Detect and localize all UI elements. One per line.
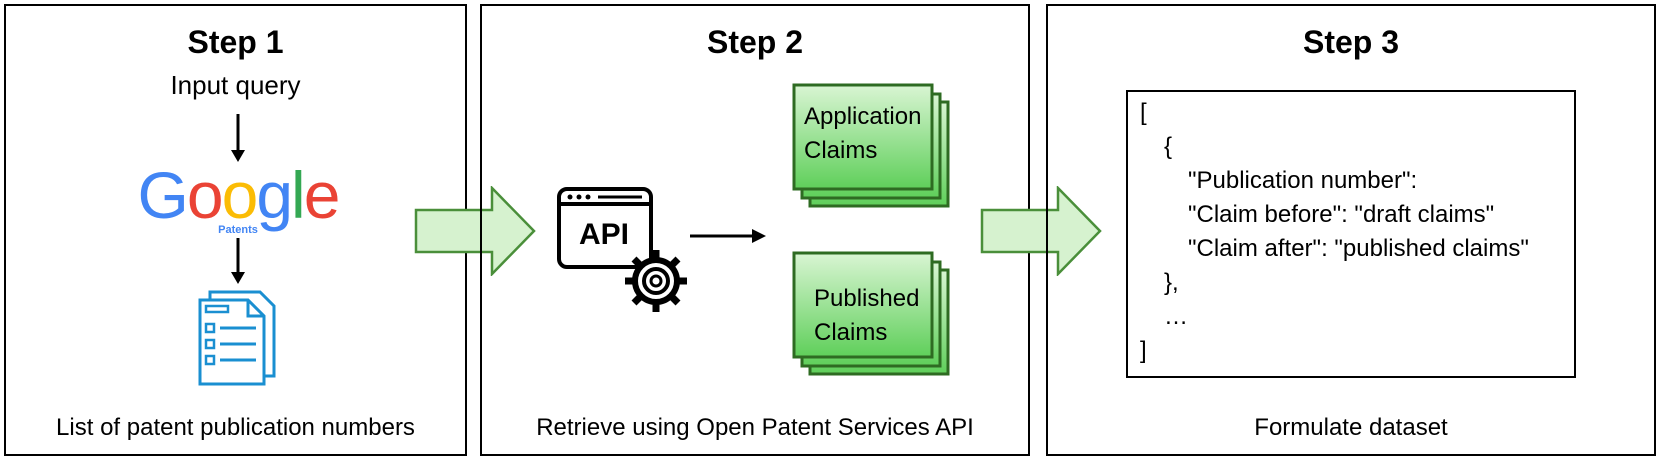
published-claims-line-1: Published <box>814 285 920 312</box>
api-to-claims-arrow <box>690 229 766 243</box>
json-line-2: { <box>1164 133 1173 160</box>
json-line-1: [ <box>1140 99 1147 126</box>
step-1-caption: List of patent publication numbers <box>56 414 415 441</box>
step-3-caption: Formulate dataset <box>1254 414 1448 441</box>
json-line-4: "Claim before": "draft claims" <box>1188 201 1495 228</box>
published-claims-stack <box>792 251 950 376</box>
step-3-panel: Step 3 [ { "Publication number": "Claim … <box>1046 4 1656 456</box>
application-claims-label: Application Claims <box>804 100 921 168</box>
api-gear-icon: API <box>557 187 687 312</box>
json-line-6: }, <box>1164 269 1179 296</box>
step-1-title: Step 1 <box>187 24 284 60</box>
json-line-7: … <box>1164 303 1188 330</box>
svg-text:Google: Google <box>138 158 339 232</box>
published-claims-label: Published Claims <box>814 282 919 350</box>
step-2-title: Step 2 <box>706 24 804 60</box>
step-2-caption: Retrieve using Open Patent Services API <box>536 414 974 441</box>
json-line-8: ] <box>1140 337 1147 364</box>
json-line-3: "Publication number": <box>1188 167 1418 194</box>
api-text: API <box>579 218 629 251</box>
step-1-subtitle: Input query <box>170 70 301 100</box>
application-claims-stack <box>792 83 950 208</box>
down-arrow-2 <box>231 238 245 284</box>
application-claims-line-1: Application <box>804 103 922 130</box>
json-preview-box: [ { "Publication number": "Claim before"… <box>1126 90 1576 378</box>
published-claims-line-2: Claims <box>814 319 888 346</box>
flow-arrow-1-2 <box>414 186 536 276</box>
application-claims-line-2: Claims <box>804 137 878 164</box>
document-list-icon <box>198 290 276 386</box>
flow-arrow-2-3 <box>980 186 1102 276</box>
json-line-5: "Claim after": "published claims" <box>1188 235 1529 262</box>
down-arrow-1 <box>231 114 245 162</box>
step-3-title: Step 3 <box>1302 24 1400 60</box>
step-2-panel: Step 2 API <box>480 4 1030 456</box>
patents-sublabel: Patents <box>218 224 258 236</box>
step-1-panel: Step 1 Input query Google Patents List o… <box>4 4 467 456</box>
google-patents-logo: Google Patents <box>128 158 348 238</box>
